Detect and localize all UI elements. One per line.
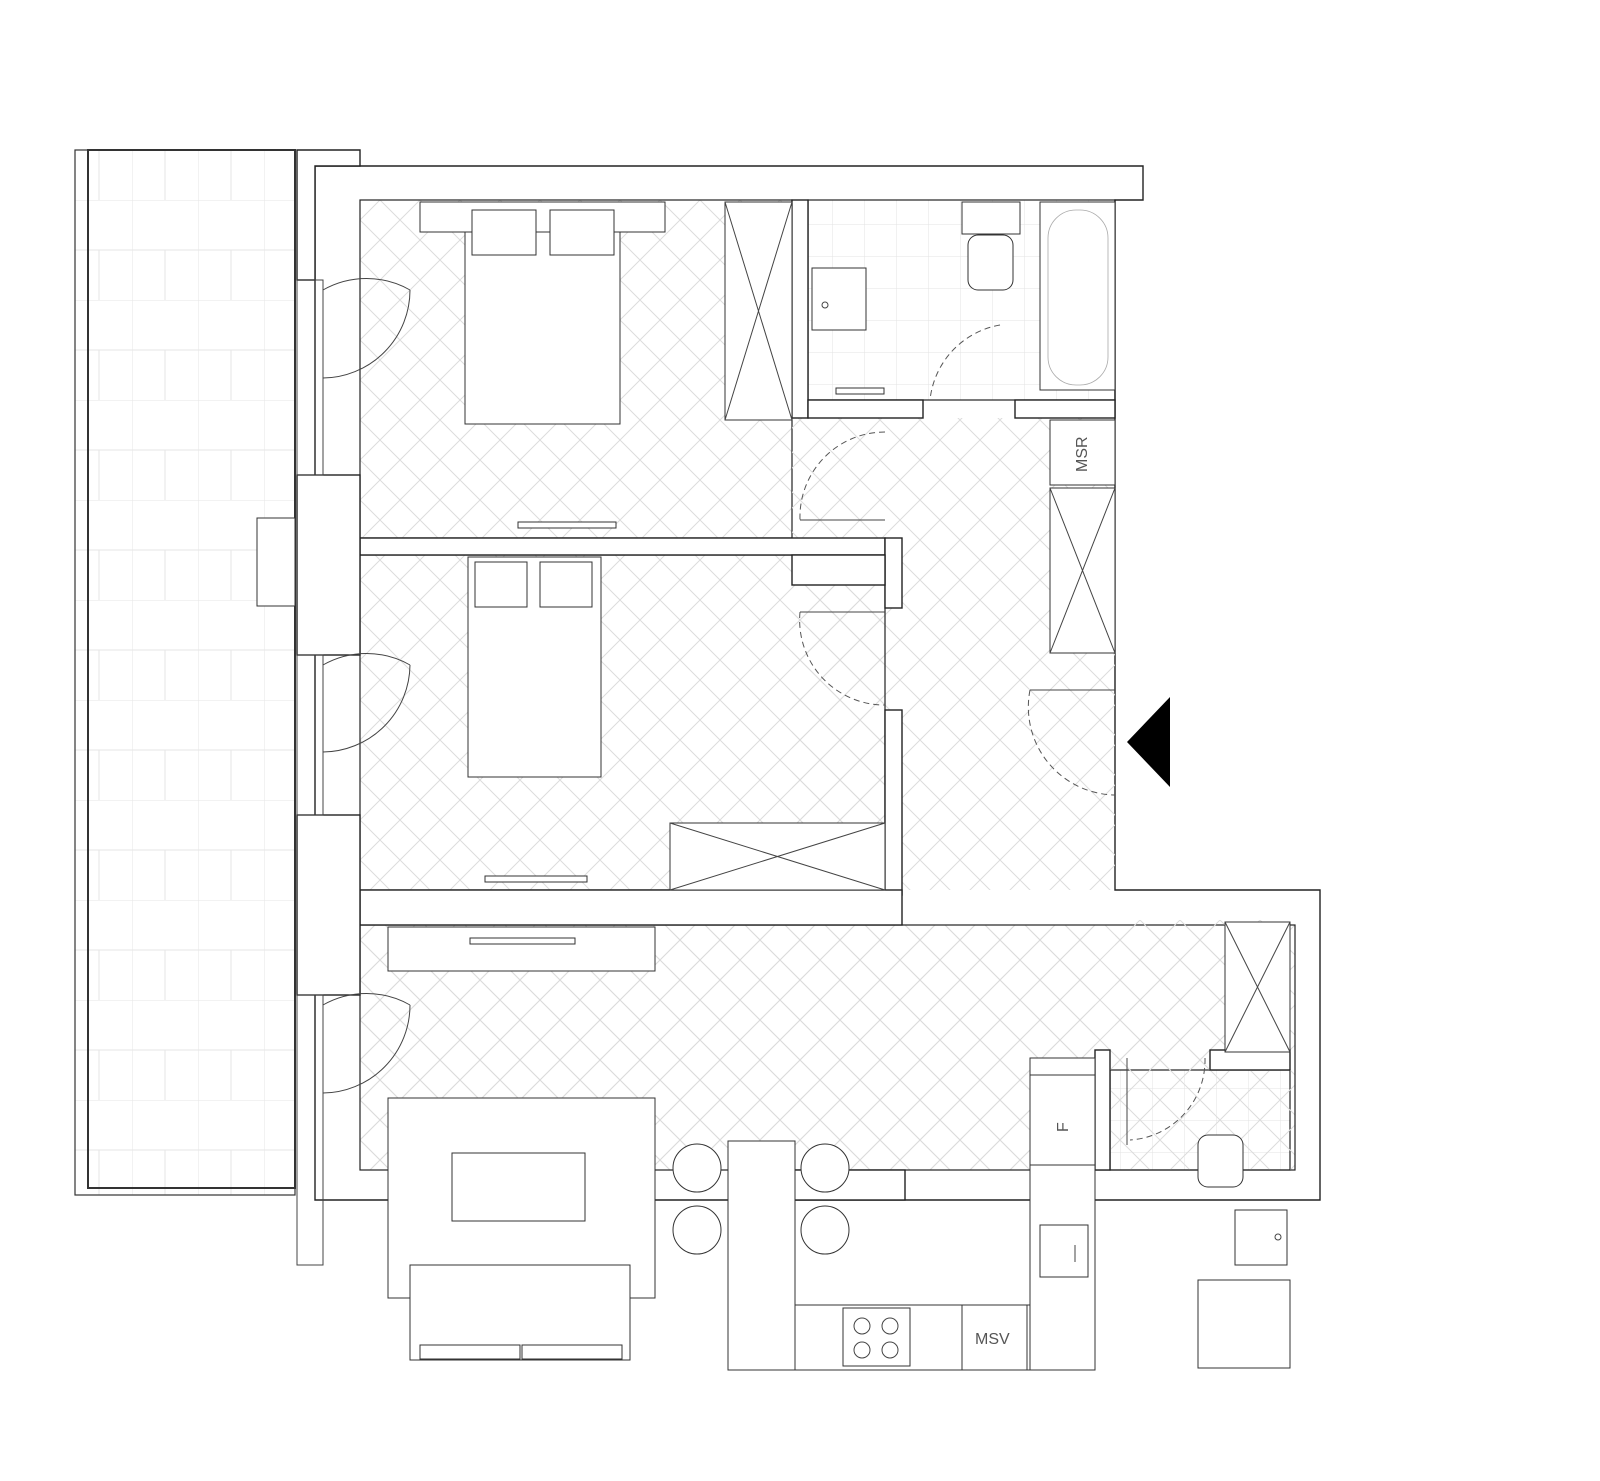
towel-rail [835,387,885,395]
sofa [409,1264,631,1361]
interior-walls [296,199,1291,1201]
chair [672,1205,722,1255]
oven [1039,1224,1089,1278]
kitchen: MSV F [794,1057,1096,1371]
coffee-table [451,1152,586,1222]
bathroom [811,201,1116,401]
living-area [387,926,850,1371]
toilet [967,234,1014,291]
toilet-cistern [961,201,1021,235]
toilet [1197,1134,1244,1188]
pillow [471,209,537,256]
entrance-arrow-icon [1127,697,1170,787]
headboard [419,201,666,233]
balcony [74,149,296,1196]
hall-storage: MSR [1049,419,1291,1053]
tv-living [469,937,576,945]
bedroom-1 [419,201,793,529]
washbasin [811,267,867,331]
hob [842,1307,911,1367]
washbasin [1234,1209,1288,1266]
balcony-planter [256,517,296,607]
bedroom-2 [467,554,886,891]
msv-label: MSV [975,1331,1010,1348]
bathtub [1039,201,1116,391]
windows [296,277,411,1266]
shower-room [1197,1134,1291,1369]
dining-table [727,1140,796,1371]
pillow [539,561,593,608]
msr-label: MSR [1074,436,1091,472]
doors [799,431,1206,1145]
chair [672,1143,722,1193]
pillow [549,209,615,256]
chair [800,1143,850,1193]
pillow [474,561,528,608]
msv-cupboard [961,1304,1028,1371]
msr-cupboard [1049,419,1116,486]
fridge [1029,1074,1096,1166]
tv-bedroom-2 [484,875,588,883]
fridge-label: F [1055,1122,1072,1132]
tv-bedroom-1 [517,521,617,529]
shower-tray [1197,1279,1291,1369]
tv-unit [387,926,656,972]
chair [800,1205,850,1255]
